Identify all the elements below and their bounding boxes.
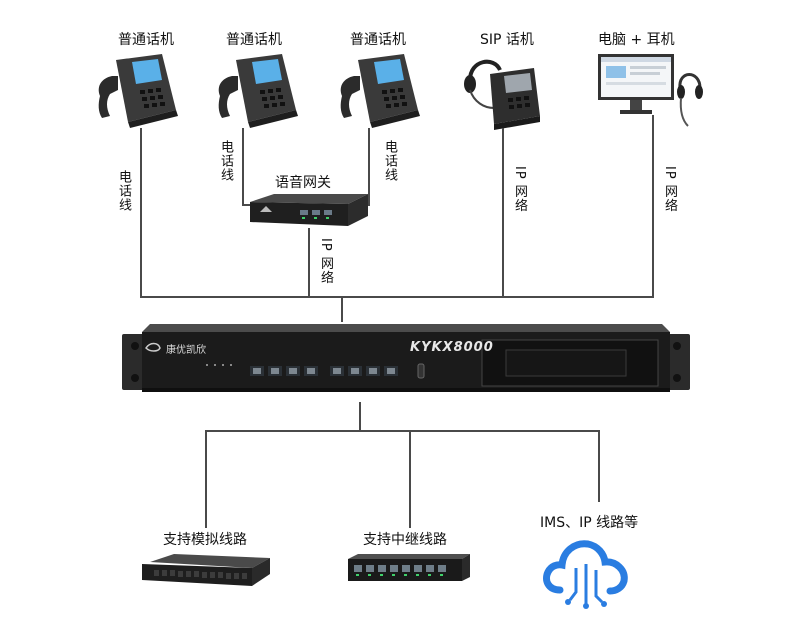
pc-headset-icon — [598, 54, 703, 127]
ims-link-line — [598, 430, 600, 502]
sip-link-line — [502, 128, 504, 298]
phone-3-icon — [340, 54, 420, 128]
phone-1-link-label: 电话线 — [116, 170, 131, 212]
phone-3-label: 普通话机 — [350, 32, 406, 48]
pc-headset-label: 电脑 + 耳机 — [598, 32, 675, 48]
main-unit-brand: 康优凯欣 — [166, 345, 206, 356]
phone-2-link-label: 电话线 — [218, 140, 233, 182]
phone-1-link-line — [140, 128, 142, 298]
phone-2-label: 普通话机 — [226, 32, 282, 48]
phone-1-icon — [98, 54, 178, 128]
pc-link-label: IP 网络 — [662, 166, 677, 213]
phone-2-link-line — [242, 128, 244, 206]
pc-link-line — [652, 115, 654, 298]
gateway-link-label: IP 网络 — [318, 238, 333, 285]
gateway-label: 语音网关 — [275, 175, 331, 191]
sip-link-label: IP 网络 — [512, 166, 527, 213]
phone-3-link-label: 电话线 — [382, 140, 397, 182]
bottom-bus-line — [205, 430, 600, 432]
phone-1-label: 普通话机 — [118, 32, 174, 48]
cloud-network-icon — [543, 540, 628, 609]
main-unit-chassis — [122, 324, 690, 392]
ims-label: IMS、IP 线路等 — [540, 515, 639, 531]
analog-link-line — [205, 430, 207, 528]
trunk-line-unit-icon — [348, 554, 470, 581]
phone-2-link-corner — [242, 204, 256, 206]
main-unit-model: KYKX8000 — [410, 340, 494, 355]
sip-phone-icon — [464, 59, 540, 130]
analog-line-unit-icon — [142, 554, 270, 586]
gateway-link-line — [308, 228, 310, 298]
sip-phone-label: SIP 话机 — [480, 32, 534, 48]
phone-2-icon — [218, 54, 298, 128]
trunk-link-line — [409, 430, 411, 528]
voice-gateway-icon — [250, 194, 368, 226]
top-bus-line — [140, 296, 654, 298]
analog-label: 支持模拟线路 — [163, 532, 247, 548]
trunk-label: 支持中继线路 — [363, 532, 447, 548]
trunk-up-line — [341, 296, 343, 322]
phone-3-link-line — [368, 128, 370, 206]
trunk-down-line — [359, 402, 361, 432]
